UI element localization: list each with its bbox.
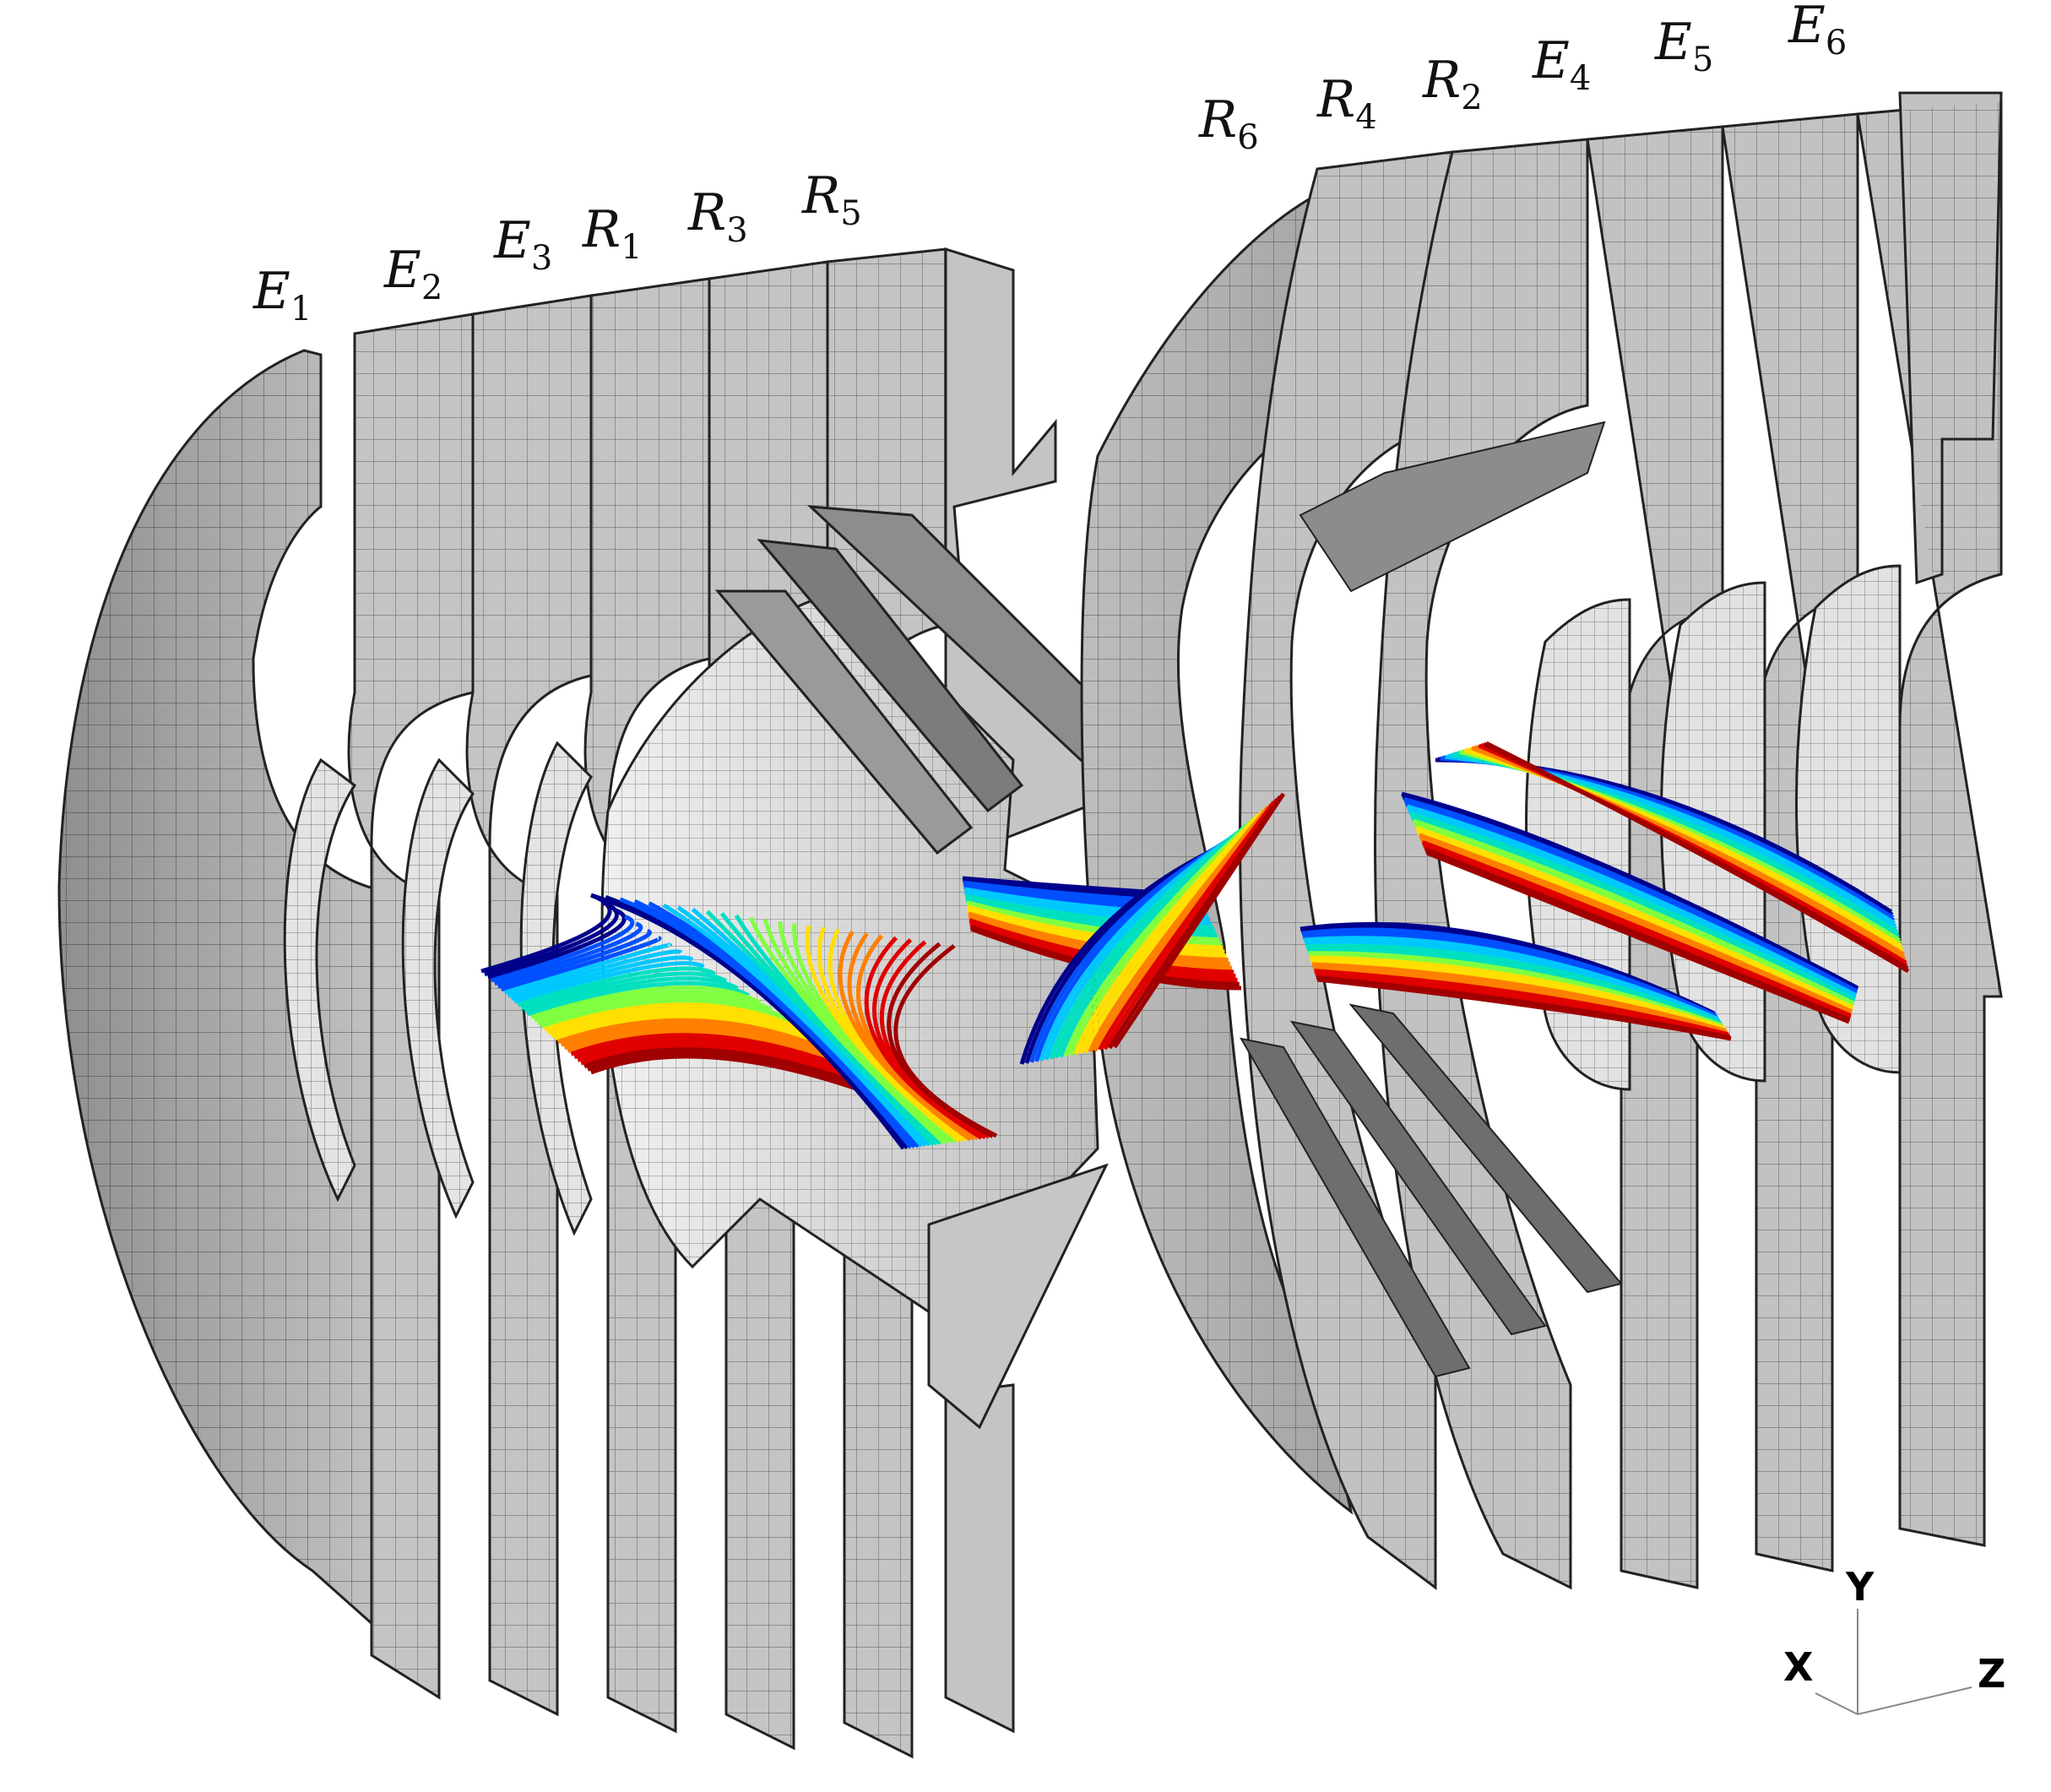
electrode-label-r2: R2 — [1422, 51, 1483, 117]
left-fan-streamline — [546, 1006, 817, 1040]
left-fan-streamline — [491, 915, 635, 983]
left-fan-streamline — [524, 976, 739, 1013]
center-up-fan-streamline — [1098, 800, 1276, 1051]
left-fan-streamline — [496, 928, 652, 989]
right-electrode-labels: R6 R4 R2 E4 E5 E6 — [1198, 0, 1847, 157]
right-electrode-stack — [1080, 91, 2003, 1590]
electrode-label-e4: E4 — [1532, 31, 1591, 98]
left-fan-streamline — [537, 994, 784, 1026]
center-up-fan-streamline — [1112, 792, 1286, 1049]
electrode-label-r3: R3 — [687, 183, 748, 250]
left-fan-streamline — [487, 907, 627, 980]
left-lower-fan-streamline — [705, 910, 936, 1146]
left-fan-streamline — [530, 986, 762, 1019]
electrode-label-e6: E6 — [1788, 0, 1847, 62]
left-fan-streamline — [484, 900, 619, 977]
center-up-fan-streamline — [1103, 797, 1279, 1051]
electrode-label-r5: R5 — [801, 166, 862, 233]
right-upper-fan-streamline — [1484, 741, 1910, 974]
axis-triad: Y X Z — [1783, 1564, 2005, 1715]
electrode-label-e2: E2 — [383, 241, 442, 307]
center-up-fan-streamline — [1108, 795, 1283, 1050]
left-fan-streamline — [550, 1010, 829, 1048]
left-funnel-fins — [714, 505, 1126, 1430]
left-fan-streamline — [507, 949, 683, 998]
left-electrode-stack — [57, 247, 1126, 1759]
electrode-label-e5: E5 — [1654, 13, 1713, 79]
left-lower-fan-streamline — [719, 912, 939, 1146]
right-lower-fan-streamline — [1316, 977, 1732, 1041]
electrode-label-r1: R1 — [582, 200, 643, 267]
left-fan-streamline — [517, 966, 716, 1007]
left-fan-streamline — [520, 971, 728, 1011]
electrode-label-r6: R6 — [1198, 90, 1259, 157]
ion-trajectory-streamlines — [480, 741, 1910, 1150]
axis-y-label: Y — [1845, 1564, 1875, 1610]
left-lower-fan-streamline — [662, 903, 924, 1148]
axis-x-label: X — [1783, 1644, 1813, 1690]
left-fan-streamline — [544, 1002, 806, 1034]
left-fan-streamline — [500, 936, 662, 992]
axis-z-label: Z — [1978, 1651, 2005, 1697]
electrode-label-r4: R4 — [1316, 70, 1377, 137]
left-fan-streamline — [494, 921, 643, 986]
left-fan-streamline — [534, 990, 773, 1023]
left-lower-fan-streamline — [676, 905, 928, 1148]
left-lower-fan-streamline — [893, 944, 998, 1138]
left-fan-streamline — [540, 998, 795, 1029]
left-fan-streamline — [510, 955, 694, 1002]
left-fan-streamline — [513, 961, 705, 1004]
left-fan-streamline — [553, 1014, 840, 1055]
electrode-label-e3: E3 — [493, 211, 552, 278]
left-fan-streamline — [527, 980, 750, 1017]
left-lower-fan-streamline — [691, 907, 931, 1147]
left-fan-streamline — [556, 1018, 851, 1062]
right-funnel-blades — [1240, 421, 1623, 1378]
left-electrode-labels: E1 E2 E3 R1 R3 R5 — [252, 166, 862, 329]
right-fan-streamline — [1426, 850, 1850, 1024]
electrode-label-e1: E1 — [252, 262, 312, 329]
left-lower-fan-streamline — [648, 901, 920, 1149]
left-lower-fan-streamline — [734, 914, 942, 1145]
left-lower-fan-streamline — [633, 899, 917, 1149]
